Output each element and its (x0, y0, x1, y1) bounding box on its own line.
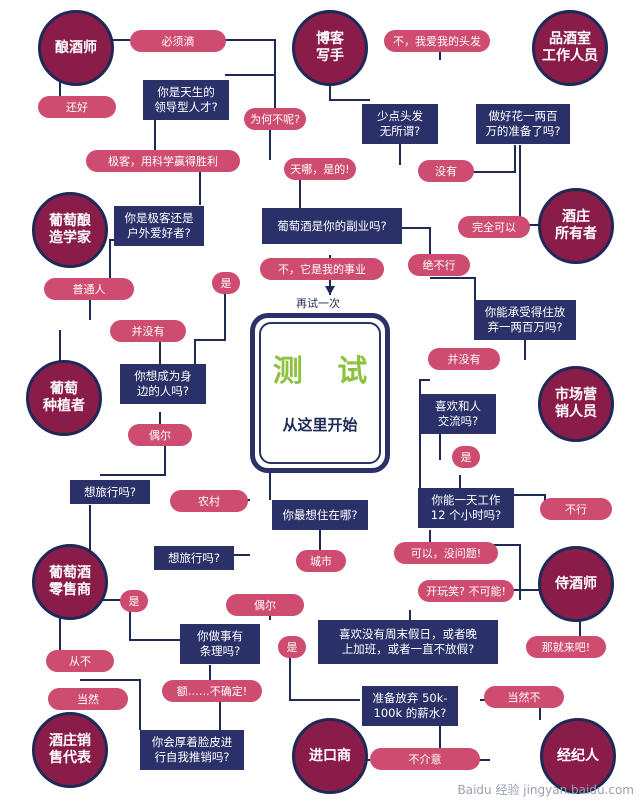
answer-city: 城市 (296, 550, 346, 572)
question-travel-2: 想旅行吗? (154, 546, 234, 570)
answer-totally: 完全可以 (458, 216, 530, 238)
question-geek-or-outdoor: 你是极客还是 户外爱好者? (114, 206, 204, 246)
answer-god-yes: 天哪，是的! (284, 158, 356, 180)
answer-sometimes-1: 偶尔 (128, 424, 192, 446)
answer-sometimes-2: 偶尔 (226, 594, 304, 616)
result-tasting-room-staff: 品酒室 工作人员 (532, 10, 608, 86)
question-self-promote: 你会厚着脸皮进 行自我推销吗? (140, 730, 244, 770)
answer-geek: 极客，用科学赢得胜利 (86, 150, 240, 172)
start-box-inner-border (259, 322, 381, 464)
answer-yes-2: 是 (452, 446, 480, 468)
result-winery-sales-rep: 酒庄销 售代表 (32, 712, 108, 788)
question-give-up-millions: 你能承受得住放 弃一两百万吗? (474, 300, 576, 340)
result-importer: 进口商 (292, 718, 368, 794)
answer-not-really-2: 并没有 (428, 348, 500, 370)
answer-unsure: 额……不确定! (162, 680, 262, 702)
answer-never: 绝不行 (408, 254, 470, 276)
result-grape-grower: 葡萄 种植者 (26, 360, 102, 436)
question-give-up-salary: 准备放弃 50k- 100k 的薪水? (362, 686, 458, 726)
result-blog-writer: 博客 写手 (292, 10, 368, 86)
question-wine-sideline: 葡萄酒是你的副业吗? (262, 208, 402, 244)
answer-dont-mind: 不介意 (370, 748, 480, 770)
result-sommelier: 侍酒师 (538, 546, 614, 622)
question-organized: 你做事有 条理吗? (180, 624, 260, 664)
question-spend-millions: 做好花一两百 万的准备了吗? (476, 104, 570, 144)
quiz-title: 测 试 (272, 354, 380, 389)
answer-yes-4: 是 (278, 636, 306, 658)
result-winemaker: 酿酒师 (38, 10, 114, 86)
answer-bring-it: 那就来吧! (526, 636, 606, 658)
answer-not-really-1: 并没有 (110, 320, 186, 342)
question-travel-1: 想旅行吗? (70, 480, 150, 504)
question-be-around: 你想成为身 边的人吗? (120, 364, 206, 404)
result-wine-retailer: 葡萄酒 零售商 (32, 544, 108, 620)
answer-okay: 还好 (38, 96, 116, 118)
answer-of-course: 当然 (48, 688, 128, 710)
answer-of-course-not: 当然不 (484, 686, 564, 708)
answer-why-not: 为何不呢? (244, 108, 306, 130)
answer-yes-1: 是 (212, 272, 240, 294)
answer-no-problem: 可以，没问题! (394, 542, 498, 564)
question-12-hours: 你能一天工作 12 个小时吗? (418, 488, 514, 528)
watermark: Baidu 经验 jingyan.baidu.com (457, 783, 634, 797)
answer-yes-3: 是 (120, 590, 148, 612)
answer-never-2: 从不 (46, 650, 114, 672)
result-broker: 经纪人 (540, 718, 616, 794)
question-no-weekends: 喜欢没有周末假日，或者晚 上加班，或者一直不放假? (318, 620, 498, 664)
question-hair: 少点头发 无所谓? (362, 104, 438, 144)
start-label: 从这里开始 (282, 416, 358, 434)
answer-must: 必须滴 (130, 30, 226, 52)
question-leader: 你是天生的 领导型人才? (143, 80, 229, 120)
answer-ordinary: 普通人 (44, 278, 134, 300)
answer-love-hair: 不，我爱我的头发 (384, 30, 490, 52)
answer-my-career: 不，它是我的事业 (260, 258, 384, 280)
result-enologist: 葡萄酿 造学家 (32, 192, 108, 268)
answer-joking: 开玩笑? 不可能! (418, 580, 514, 602)
start-box: 测 试 从这里开始 (250, 313, 390, 473)
question-like-talking: 喜欢和人 交流吗? (420, 394, 496, 434)
answer-no-can-do: 不行 (540, 498, 612, 520)
answer-no-1: 没有 (418, 160, 474, 182)
result-marketing: 市场营 销人员 (538, 366, 614, 442)
answer-countryside: 农村 (170, 490, 248, 512)
retry-label: 再试一次 (296, 297, 340, 310)
result-winery-owner: 酒庄 所有者 (538, 188, 614, 264)
question-where-live: 你最想住在哪? (272, 500, 368, 530)
